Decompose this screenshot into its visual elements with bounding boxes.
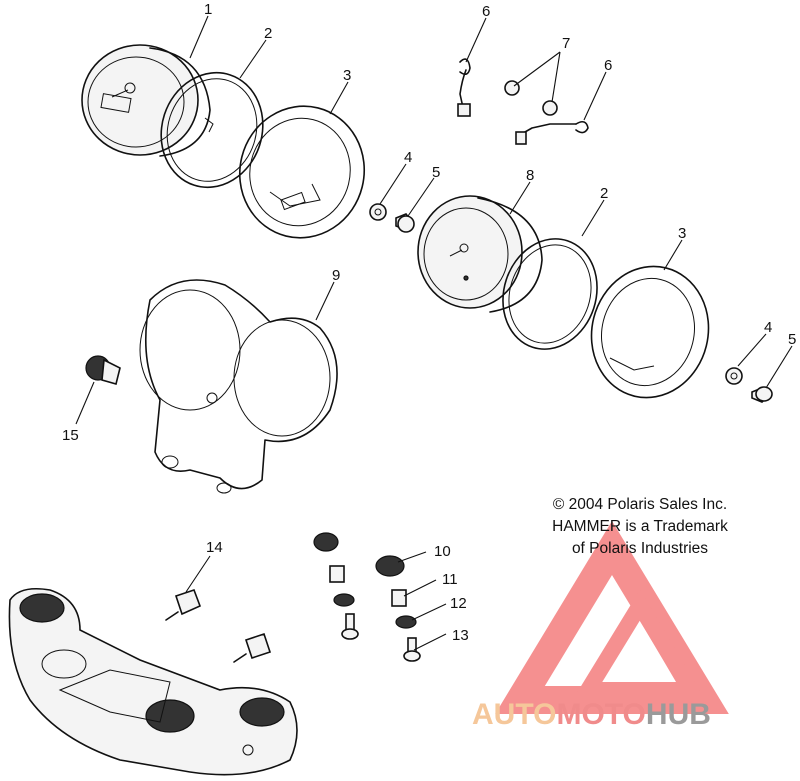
gauge-housing-left (238, 105, 366, 239)
rubber-mount-a (165, 588, 202, 621)
callout-14: 14 (206, 539, 223, 556)
callout-9: 9 (332, 267, 340, 284)
copyright-line-2: HAMMER is a Trademark (552, 518, 728, 535)
callout-4-upper: 4 (404, 149, 412, 166)
screw-right (751, 386, 773, 403)
callout-3-left: 3 (343, 67, 351, 84)
watermark-brand-text: AUTOMOTOHUB (472, 698, 711, 732)
speedometer-gauge-left (81, 44, 214, 157)
dual-gauge-bracket (139, 279, 338, 494)
gasket-ring-left (160, 71, 264, 189)
rubber-mount-b (233, 632, 272, 663)
callout-15: 15 (62, 427, 79, 444)
copyright-line-3: of Polaris Industries (571, 540, 709, 557)
gasket-ring-right (502, 238, 598, 350)
copyright-notice: © 2004 Polaris Sales Inc. HAMMER is a Tr… (510, 494, 770, 560)
nut-fastener-b (542, 100, 558, 116)
bulb-socket-upper (457, 58, 471, 117)
gauge-housing-right (590, 265, 710, 399)
callout-6-right: 6 (604, 57, 612, 74)
indicator-light (85, 355, 121, 385)
callout-4-right: 4 (764, 319, 772, 336)
bracket-wire-right (515, 120, 589, 145)
callout-labels: 1 2 3 4 5 6 7 6 8 2 3 9 4 5 15 14 10 11 … (62, 1, 796, 644)
nut-fastener-a (504, 80, 520, 96)
callout-10: 10 (434, 543, 451, 560)
callout-8: 8 (526, 167, 534, 184)
grommet-stack-left (313, 532, 359, 640)
triple-clamp (8, 587, 298, 776)
screw-upper (395, 213, 415, 233)
washer-upper (369, 203, 387, 221)
callout-5-upper: 5 (432, 164, 440, 181)
copyright-line-1: © 2004 Polaris Sales Inc. (552, 496, 728, 513)
callout-7: 7 (562, 35, 570, 52)
callout-11: 11 (442, 571, 458, 588)
callout-13: 13 (452, 627, 469, 644)
watermark-moto: MOTO (556, 698, 646, 731)
watermark-logo (495, 520, 729, 714)
callout-1: 1 (204, 1, 212, 18)
tachometer-gauge-right (417, 195, 543, 313)
callout-3-right: 3 (678, 225, 686, 242)
watermark-hub: HUB (645, 698, 711, 731)
callout-5-right: 5 (788, 331, 796, 348)
callout-6-upper: 6 (482, 3, 490, 20)
callout-12: 12 (450, 595, 467, 612)
washer-right (725, 367, 743, 385)
leader-lines (75, 15, 793, 651)
callout-2-right: 2 (600, 185, 608, 202)
watermark-auto: AUTO (472, 698, 557, 731)
callout-2-left: 2 (264, 25, 272, 42)
grommet-stack-right (375, 555, 421, 662)
